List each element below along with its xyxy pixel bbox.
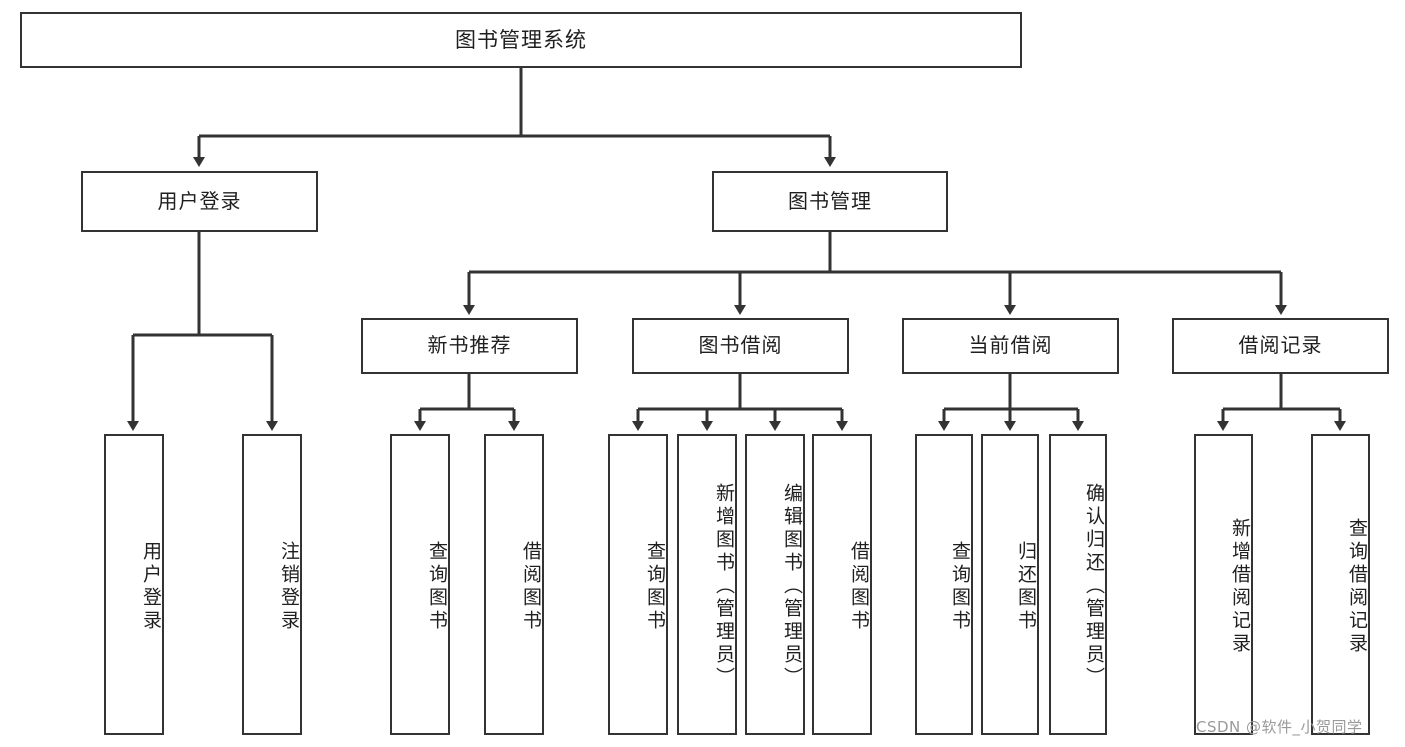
node-label: 归还图书: [1015, 540, 1037, 633]
node-label: 借阅图书: [520, 540, 542, 633]
node-label: 新增图书（管理员）: [713, 483, 735, 690]
node-label: 查询图书: [949, 540, 971, 633]
node-label: 图书管理系统: [455, 27, 587, 52]
leaf-add-book-admin[interactable]: 新增图书（管理员）: [677, 434, 737, 735]
leaf-return-book[interactable]: 归还图书: [981, 434, 1039, 735]
leaf-add-borrow-record[interactable]: 新增借阅记录: [1194, 434, 1253, 735]
node-new-book-recommend[interactable]: 新书推荐: [361, 318, 578, 374]
node-label: 图书管理: [788, 188, 872, 213]
node-borrow-record[interactable]: 借阅记录: [1172, 318, 1389, 374]
node-root-system[interactable]: 图书管理系统: [20, 12, 1022, 68]
node-book-manage[interactable]: 图书管理: [712, 171, 948, 232]
node-label: 确认归还（管理员）: [1083, 483, 1105, 690]
leaf-logout[interactable]: 注销登录: [242, 434, 302, 735]
leaf-user-login[interactable]: 用户登录: [104, 434, 164, 735]
leaf-edit-book-admin[interactable]: 编辑图书（管理员）: [745, 434, 805, 735]
csdn-watermark: CSDN @软件_小贺同学: [1196, 718, 1363, 736]
leaf-query-book-borrow[interactable]: 查询图书: [608, 434, 668, 735]
leaf-borrow-book-recommend[interactable]: 借阅图书: [484, 434, 544, 735]
node-label: 借阅记录: [1238, 333, 1323, 358]
node-label: 编辑图书（管理员）: [781, 483, 803, 690]
node-label: 新增借阅记录: [1229, 517, 1251, 656]
node-label: 新书推荐: [427, 333, 512, 358]
node-label: 用户登录: [157, 188, 242, 213]
leaf-query-book-current[interactable]: 查询图书: [915, 434, 973, 735]
node-label: 查询图书: [426, 540, 448, 633]
leaf-confirm-return-admin[interactable]: 确认归还（管理员）: [1049, 434, 1107, 735]
node-book-borrow[interactable]: 图书借阅: [632, 318, 849, 374]
node-label: 用户登录: [140, 540, 162, 633]
node-label: 查询借阅记录: [1346, 517, 1368, 656]
node-label: 借阅图书: [848, 540, 870, 633]
node-label: 注销登录: [278, 540, 300, 633]
leaf-query-borrow-record[interactable]: 查询借阅记录: [1311, 434, 1370, 735]
node-label: 查询图书: [644, 540, 666, 633]
node-label: 当前借阅: [968, 333, 1053, 358]
node-label: 图书借阅: [698, 333, 783, 358]
node-user-login[interactable]: 用户登录: [81, 171, 318, 232]
node-current-borrow[interactable]: 当前借阅: [902, 318, 1119, 374]
leaf-borrow-book[interactable]: 借阅图书: [812, 434, 872, 735]
leaf-query-book-recommend[interactable]: 查询图书: [390, 434, 450, 735]
